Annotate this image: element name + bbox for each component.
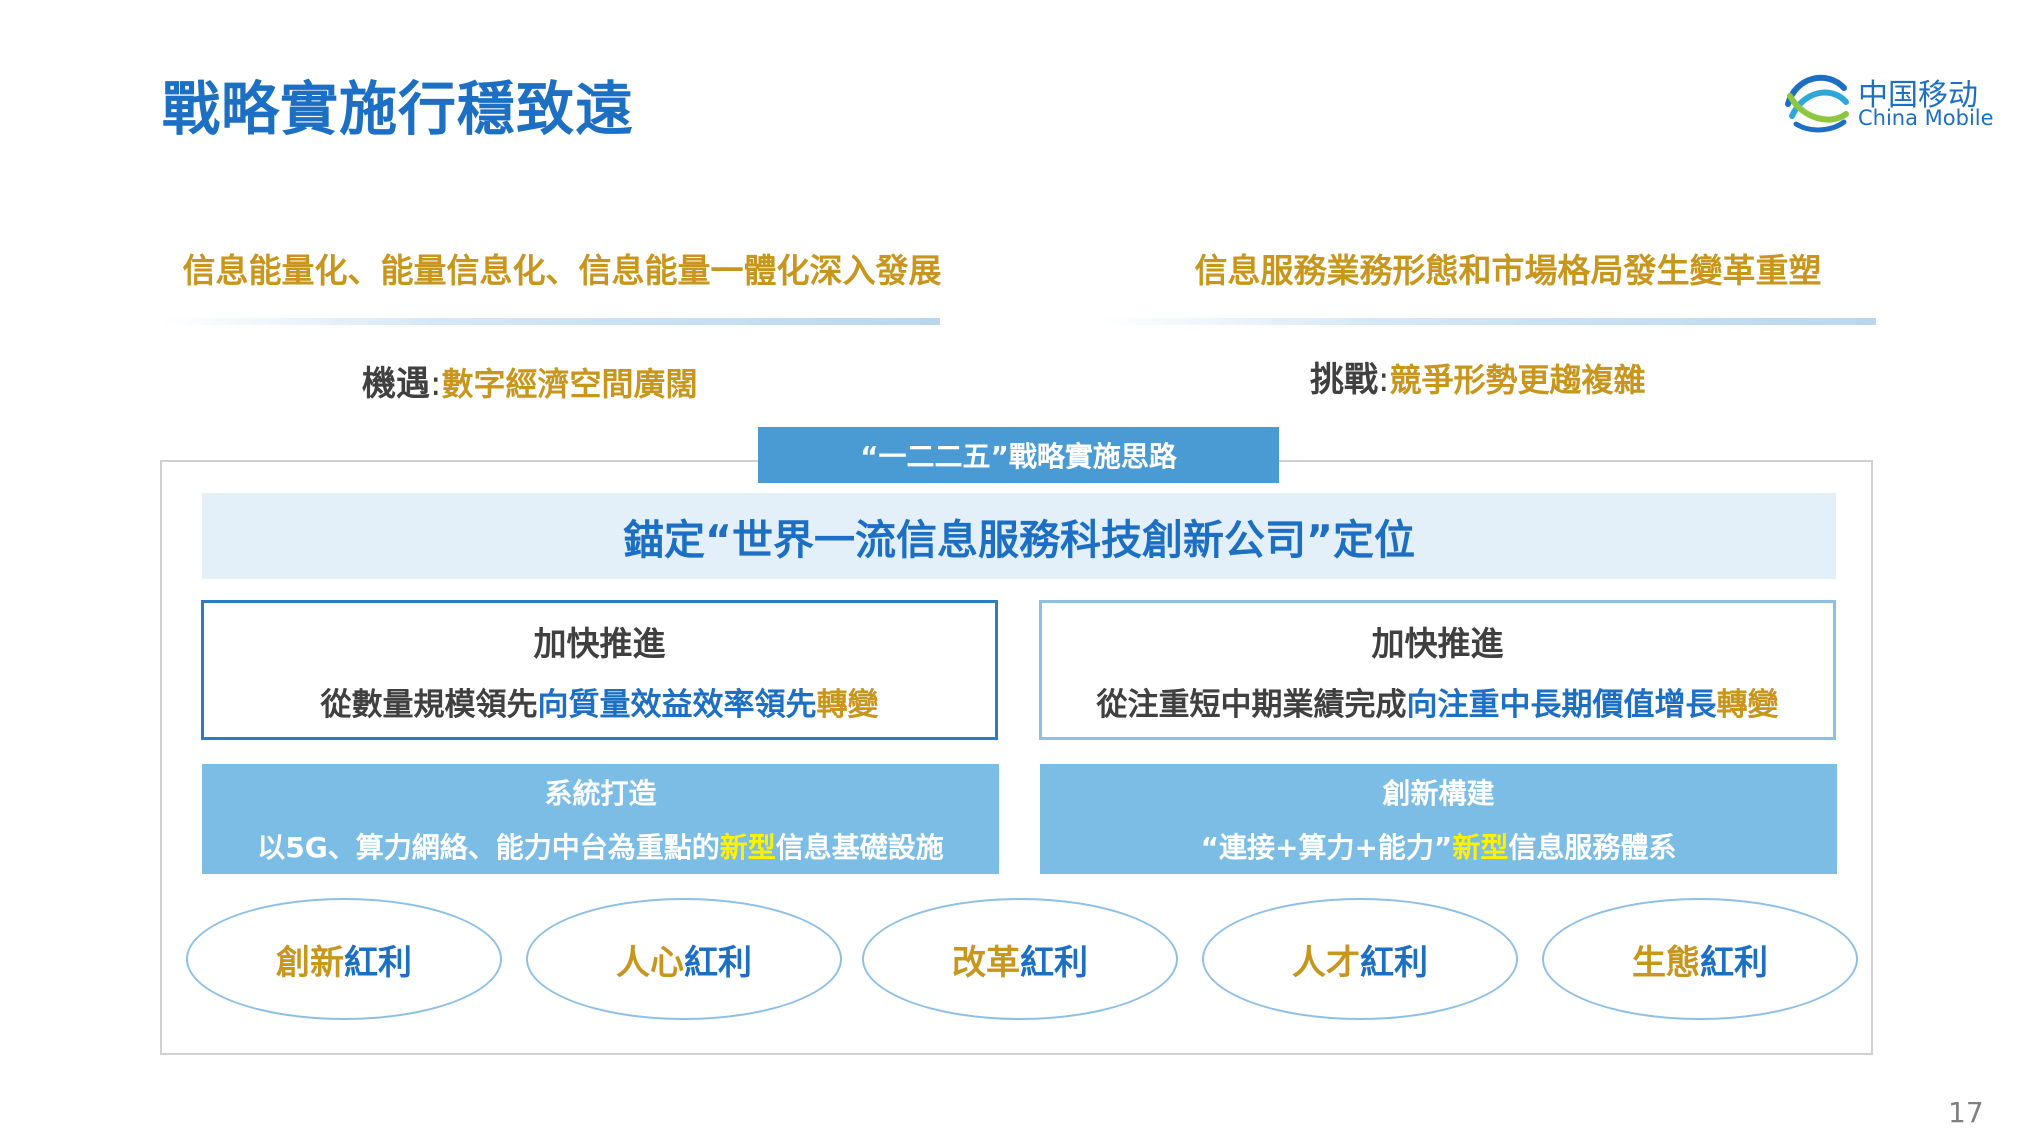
opportunity-line: 機遇:數字經濟空間廣闊 — [362, 356, 697, 405]
dividend-gold-text: 生態 — [1632, 942, 1700, 983]
dividend-oval: 生態紅利 — [1542, 898, 1858, 1020]
dividend-oval: 人心紅利 — [526, 898, 842, 1020]
challenge-separator: : — [1378, 360, 1390, 400]
dividend-gold-text: 人心 — [616, 942, 684, 983]
box-text-gold: 轉變 — [816, 686, 879, 723]
dividend-gold-text: 創新 — [276, 942, 344, 983]
box-heading: 加快推進 — [533, 623, 666, 663]
opportunity-separator: : — [430, 364, 442, 404]
box-text: 從注重短中期業績完成向注重中長期價值增長轉變 — [1097, 679, 1779, 724]
opportunity-heading: 信息能量化、能量信息化、信息能量一體化深入發展 — [182, 251, 942, 290]
opportunity-label: 機遇 — [362, 364, 430, 404]
dividend-blue-text: 紅利 — [344, 942, 412, 983]
challenge-divider — [1098, 318, 1876, 325]
logo-text-en: China Mobile — [1858, 106, 1994, 130]
band-text-highlight: 新型 — [719, 831, 776, 864]
opportunity-value: 數字經濟空間廣闊 — [441, 365, 698, 403]
dividend-oval: 創新紅利 — [186, 898, 502, 1020]
band-text-after: 信息服務體系 — [1508, 831, 1677, 864]
box-text-dark: 從注重短中期業績完成 — [1096, 686, 1407, 723]
challenge-heading: 信息服務業務形態和市場格局發生變革重塑 — [1194, 251, 1822, 290]
dividend-oval: 改革紅利 — [862, 898, 1178, 1020]
box-text-blue: 向質量效益效率領先 — [537, 686, 817, 723]
transform-box-left: 加快推進 從數量規模領先向質量效益效率領先轉變 — [201, 600, 998, 740]
strategy-tag: “一二二五”戰略實施思路 — [758, 427, 1279, 483]
china-mobile-logo-icon — [1785, 74, 1849, 133]
box-text-dark: 從數量規模領先 — [320, 686, 538, 723]
dividend-gold-text: 改革 — [952, 942, 1020, 983]
opportunity-divider — [160, 318, 940, 325]
band-heading: 系統打造 — [544, 777, 657, 810]
challenge-value: 競爭形勢更趨複雜 — [1389, 361, 1646, 399]
anchor-banner: 錨定“世界一流信息服務科技創新公司”定位 — [202, 493, 1836, 579]
service-system-band: 創新構建 “連接+算力+能力”新型信息服務體系 — [1040, 764, 1837, 874]
dividend-blue-text: 紅利 — [1360, 942, 1428, 983]
challenge-label: 挑戰 — [1310, 360, 1378, 400]
box-text: 從數量規模領先向質量效益效率領先轉變 — [321, 679, 879, 724]
box-text-blue: 向注重中長期價值增長 — [1406, 686, 1717, 723]
box-text-gold: 轉變 — [1716, 686, 1779, 723]
band-text-before: 以5G、算力網絡、能力中台為重點的 — [257, 831, 720, 864]
challenge-line: 挑戰:競爭形勢更趨複雜 — [1310, 352, 1645, 401]
band-heading: 創新構建 — [1382, 777, 1495, 810]
dividend-oval: 人才紅利 — [1202, 898, 1518, 1020]
box-heading: 加快推進 — [1371, 623, 1504, 663]
band-text-after: 信息基礎設施 — [775, 831, 944, 864]
infrastructure-band: 系統打造 以5G、算力網絡、能力中台為重點的新型信息基礎設施 — [202, 764, 999, 874]
slide-title: 戰略實施行穩致遠 — [162, 75, 635, 143]
band-text-highlight: 新型 — [1452, 831, 1509, 864]
dividend-row: 創新紅利 人心紅利 改革紅利 人才紅利 生態紅利 — [186, 898, 1866, 1022]
logo-text-cn: 中国移动 — [1858, 78, 1978, 113]
dividend-blue-text: 紅利 — [1020, 942, 1088, 983]
band-text-before: “連接+算力+能力” — [1200, 831, 1453, 864]
transform-box-right: 加快推進 從注重短中期業績完成向注重中長期價值增長轉變 — [1039, 600, 1836, 740]
dividend-gold-text: 人才 — [1292, 942, 1360, 983]
page-number: 17 — [1948, 1096, 1984, 1129]
band-text: 以5G、算力網絡、能力中台為重點的新型信息基礎設施 — [257, 826, 944, 866]
band-text: “連接+算力+能力”新型信息服務體系 — [1201, 826, 1677, 866]
dividend-blue-text: 紅利 — [1700, 942, 1768, 983]
dividend-blue-text: 紅利 — [684, 942, 752, 983]
